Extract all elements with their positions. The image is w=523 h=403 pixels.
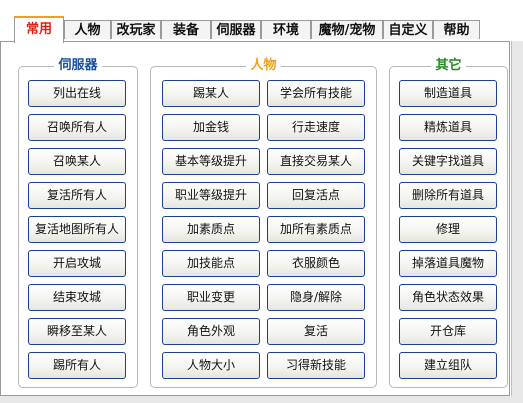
base-level-up-button[interactable]: 基本等级提升: [162, 148, 260, 175]
summon-player-button[interactable]: 召唤某人: [28, 148, 126, 175]
list-online-button[interactable]: 列出在线: [28, 80, 126, 107]
kick-player-button[interactable]: 踢某人: [162, 80, 260, 107]
delete-all-items-button[interactable]: 删除所有道具: [399, 182, 497, 209]
tab-bar: 常用 人物 改玩家 装备 伺服器 环境 魔物/宠物 自定义 帮助: [0, 0, 523, 43]
tab-server[interactable]: 伺服器: [211, 20, 261, 39]
appearance-button[interactable]: 角色外观: [162, 318, 260, 345]
hide-toggle-button[interactable]: 隐身/解除: [267, 284, 365, 311]
tab-monster-pet[interactable]: 魔物/宠物: [311, 20, 383, 39]
add-money-button[interactable]: 加金钱: [162, 114, 260, 141]
tab-custom[interactable]: 自定义: [383, 20, 433, 39]
open-storage-button[interactable]: 开仓库: [399, 318, 497, 345]
direct-trade-button[interactable]: 直接交易某人: [267, 148, 365, 175]
status-effect-button[interactable]: 角色状态效果: [399, 284, 497, 311]
search-item-keyword-button[interactable]: 关键字找道具: [399, 148, 497, 175]
group-other: 其它: [389, 58, 508, 388]
revive-all-button[interactable]: 复活所有人: [28, 182, 126, 209]
revive-map-all-button[interactable]: 复活地图所有人: [28, 216, 126, 243]
item-drop-monster-button[interactable]: 掉落道具魔物: [399, 250, 497, 277]
group-server: 伺服器: [18, 58, 138, 388]
group-character: 人物: [150, 58, 377, 388]
add-all-stat-points-button[interactable]: 加所有素质点: [267, 216, 365, 243]
job-level-up-button[interactable]: 职业等级提升: [162, 182, 260, 209]
revive-button[interactable]: 复活: [267, 318, 365, 345]
bottom-edge-strip: [0, 396, 523, 403]
right-edge-strip: [511, 41, 523, 403]
make-item-button[interactable]: 制造道具: [399, 80, 497, 107]
learn-new-skill-button[interactable]: 习得新技能: [267, 352, 365, 379]
refine-item-button[interactable]: 精炼道具: [399, 114, 497, 141]
warp-to-player-button[interactable]: 瞬移至某人: [28, 318, 126, 345]
character-size-button[interactable]: 人物大小: [162, 352, 260, 379]
tab-common[interactable]: 常用: [14, 16, 64, 43]
tab-help[interactable]: 帮助: [433, 20, 480, 39]
end-siege-button[interactable]: 结束攻城: [28, 284, 126, 311]
group-server-title: 伺服器: [19, 58, 137, 74]
group-character-title: 人物: [151, 58, 376, 74]
repair-button[interactable]: 修理: [399, 216, 497, 243]
return-save-point-button[interactable]: 回复活点: [267, 182, 365, 209]
tab-equipment[interactable]: 装备: [161, 20, 211, 39]
add-skill-points-button[interactable]: 加技能点: [162, 250, 260, 277]
tab-edit-player[interactable]: 改玩家: [111, 20, 161, 39]
learn-all-skills-button[interactable]: 学会所有技能: [267, 80, 365, 107]
summon-all-button[interactable]: 召唤所有人: [28, 114, 126, 141]
group-other-title: 其它: [390, 58, 507, 74]
walk-speed-button[interactable]: 行走速度: [267, 114, 365, 141]
tab-character[interactable]: 人物: [64, 20, 111, 39]
tab-environment[interactable]: 环境: [261, 20, 311, 39]
add-stat-points-button[interactable]: 加素质点: [162, 216, 260, 243]
cloth-color-button[interactable]: 衣服颜色: [267, 250, 365, 277]
start-siege-button[interactable]: 开启攻城: [28, 250, 126, 277]
kick-all-button[interactable]: 踢所有人: [28, 352, 126, 379]
change-job-button[interactable]: 职业变更: [162, 284, 260, 311]
create-party-button[interactable]: 建立组队: [399, 352, 497, 379]
